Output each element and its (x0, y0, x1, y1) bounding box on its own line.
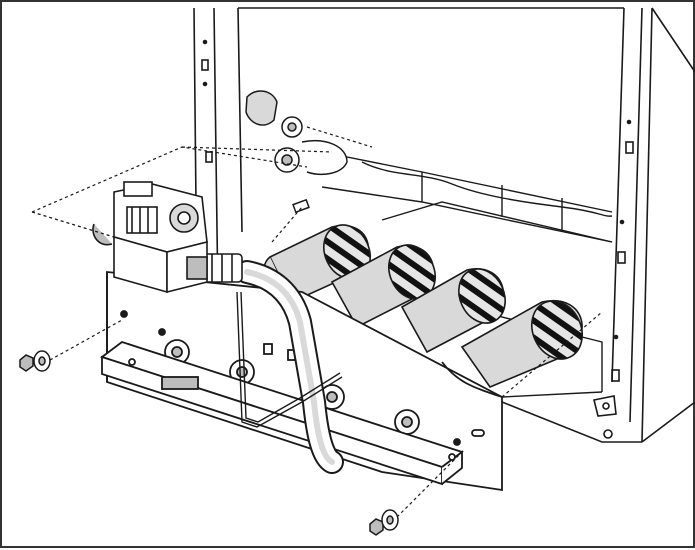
mounting-nut-left (19, 354, 34, 372)
mounting-washer-left (33, 350, 51, 372)
burner-tubes (262, 224, 583, 388)
mounting-hardware (19, 350, 399, 536)
mounting-nut-right (369, 518, 384, 536)
pilot-tube (236, 291, 343, 428)
appliance-cabinet (193, 7, 695, 443)
mounting-bracket (100, 341, 464, 486)
burner-tube-4 (460, 299, 583, 388)
upper-fittings (245, 90, 348, 214)
mounting-washer-right (381, 509, 399, 531)
gas-supply-pipe (201, 253, 344, 474)
combustion-chamber (321, 151, 613, 398)
gas-valve (92, 181, 208, 294)
burner-tube-3 (400, 268, 506, 354)
alignment-lines (31, 126, 603, 518)
